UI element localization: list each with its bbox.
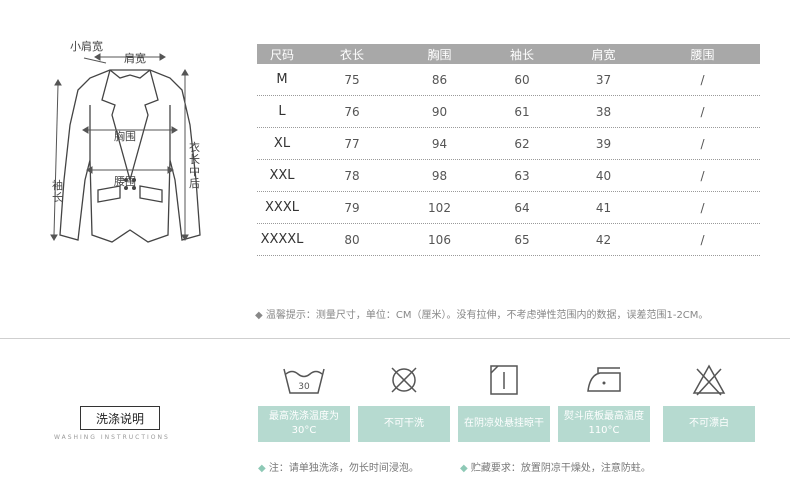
- care-item-wash: 30 最高洗涤温度为30°C: [258, 360, 350, 442]
- section-divider: [0, 338, 790, 339]
- bullet-icon: ◆: [460, 463, 471, 474]
- cell-waist: /: [700, 72, 705, 87]
- header-chest: 胸围: [427, 47, 452, 62]
- cell-size: XXXXL: [260, 232, 304, 247]
- care-text: 不可干洗: [358, 406, 450, 442]
- cell-waist: /: [700, 232, 705, 247]
- label-small-shoulder: 小肩宽: [70, 40, 103, 53]
- label-sleeve: 袖长: [52, 179, 63, 204]
- cell-sleeve: 60: [514, 72, 530, 87]
- label-chest: 胸围: [114, 130, 136, 143]
- table-row: M 75 86 60 37 /: [257, 64, 760, 96]
- header-waist: 腰围: [690, 47, 715, 62]
- iron-icon: [558, 360, 650, 400]
- wash-note-text: 注：请单独洗涤，勿长时间浸泡。: [268, 463, 419, 474]
- table-header: 尺码 衣长 胸围 袖长 肩宽 腰围: [257, 44, 760, 64]
- header-size: 尺码: [269, 47, 294, 62]
- header-length: 衣长: [339, 47, 364, 62]
- cell-shoulder: 40: [595, 168, 612, 183]
- table-row: XXXL 79 102 64 41 /: [257, 192, 760, 224]
- care-text: 熨斗底板最高温度110°C: [558, 406, 650, 442]
- jacket-outline-icon: [50, 53, 201, 243]
- care-text: 在阴凉处悬挂晾干: [458, 406, 550, 442]
- cell-length: 79: [344, 200, 360, 215]
- care-text: 最高洗涤温度为30°C: [258, 406, 350, 442]
- washing-subtitle: WASHING INSTRUCTIONS: [54, 434, 170, 441]
- header-shoulder: 肩宽: [591, 47, 616, 62]
- cell-size: M: [276, 72, 288, 87]
- bullet-icon: ◆: [258, 463, 269, 474]
- cell-length: 80: [344, 232, 360, 247]
- table-row: L 76 90 61 38 /: [257, 96, 760, 128]
- care-text: 不可漂白: [663, 406, 755, 442]
- storage-note: ◆ 贮藏要求：放置阴凉干燥处，注意防蛀。: [460, 459, 651, 474]
- jacket-diagram: 小肩宽 肩宽 胸围 腰围 袖长 衣长中后: [40, 30, 220, 260]
- washing-title: 洗涤说明: [80, 406, 160, 430]
- table-row: XXXXL 80 106 65 42 /: [257, 224, 760, 256]
- cell-waist: /: [700, 104, 705, 119]
- cell-size: XL: [273, 136, 291, 151]
- cell-sleeve: 63: [514, 168, 530, 183]
- storage-note-text: 贮藏要求：放置阴凉干燥处，注意防蛀。: [470, 463, 651, 474]
- cell-length: 77: [344, 136, 360, 151]
- cell-size: XXXL: [265, 200, 299, 215]
- cell-chest: 86: [431, 72, 448, 87]
- cell-chest: 106: [428, 232, 451, 247]
- cell-sleeve: 64: [514, 200, 530, 215]
- cell-size: L: [278, 104, 286, 119]
- care-item-no-dryclean: 不可干洗: [358, 360, 450, 442]
- care-item-line-dry: 在阴凉处悬挂晾干: [458, 360, 550, 442]
- cell-size: XXL: [269, 168, 295, 183]
- size-table: 尺码 衣长 胸围 袖长 肩宽 腰围 M 75 86 60 37 / L 76 9…: [257, 44, 760, 256]
- cell-sleeve: 62: [514, 136, 530, 151]
- cell-chest: 98: [431, 168, 448, 183]
- cell-chest: 90: [431, 104, 448, 119]
- cell-shoulder: 41: [595, 200, 612, 215]
- cell-length: 76: [344, 104, 360, 119]
- cell-shoulder: 38: [595, 104, 612, 119]
- wash-30-icon: 30: [258, 360, 350, 400]
- care-item-iron: 熨斗底板最高温度110°C: [558, 360, 650, 442]
- cell-shoulder: 39: [595, 136, 612, 151]
- cell-waist: /: [700, 168, 705, 183]
- cell-sleeve: 65: [514, 232, 530, 247]
- line-dry-shade-icon: [458, 360, 550, 400]
- label-shoulder: 肩宽: [124, 52, 146, 65]
- cell-length: 75: [344, 72, 360, 87]
- measurement-tip: ◆ 温馨提示：测量尺寸，单位：CM（厘米）。没有拉伸，不考虑弹性范围内的数据，误…: [255, 310, 709, 321]
- label-waist: 腰围: [114, 175, 136, 188]
- cell-chest: 102: [428, 200, 451, 215]
- cell-length: 78: [344, 168, 360, 183]
- cell-waist: /: [700, 200, 705, 215]
- cell-chest: 94: [431, 136, 448, 151]
- table-row: XXL 78 98 63 40 /: [257, 160, 760, 192]
- care-item-no-bleach: 不可漂白: [663, 360, 755, 442]
- no-tumble-dry-icon: [358, 360, 450, 400]
- cell-waist: /: [700, 136, 705, 151]
- wash-temp-label: 30: [298, 382, 310, 392]
- cell-shoulder: 37: [595, 72, 612, 87]
- table-row: XL 77 94 62 39 /: [257, 128, 760, 160]
- no-bleach-icon: [663, 360, 755, 400]
- wash-note: ◆ 注：请单独洗涤，勿长时间浸泡。: [258, 459, 419, 474]
- cell-sleeve: 61: [514, 104, 530, 119]
- cell-shoulder: 42: [595, 232, 612, 247]
- header-sleeve: 袖长: [509, 47, 534, 62]
- label-length: 衣长中后: [189, 141, 200, 190]
